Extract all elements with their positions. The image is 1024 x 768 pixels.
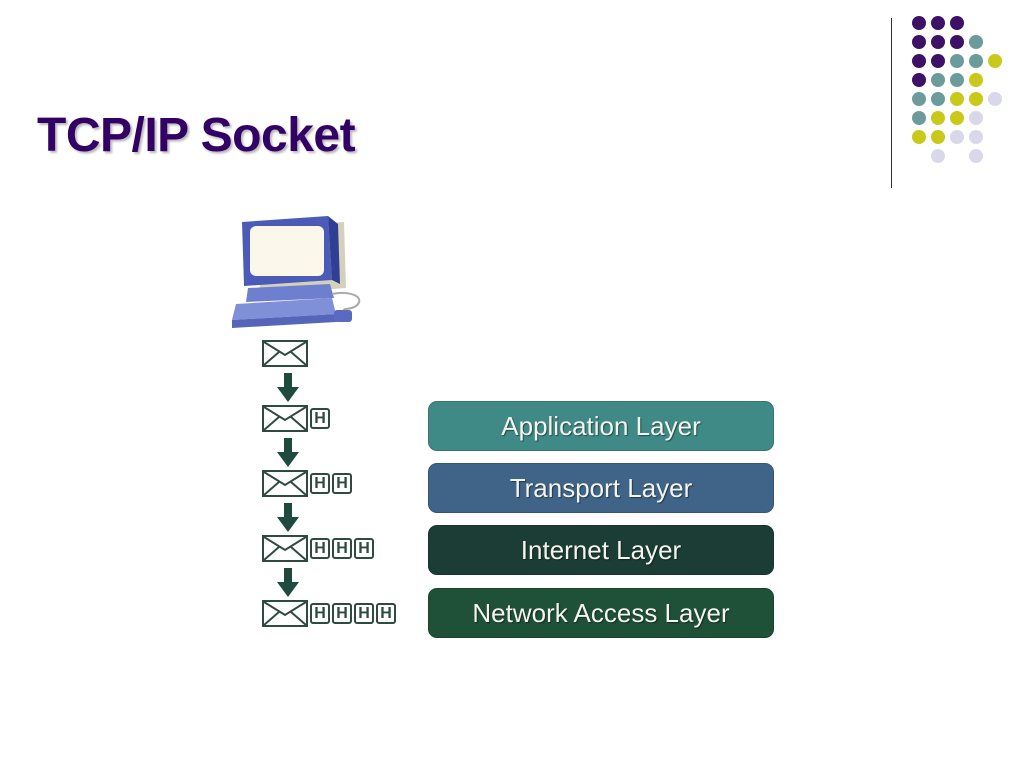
layer-network-access-layer: Network Access Layer xyxy=(428,588,774,638)
decorative-dot xyxy=(912,111,926,125)
header-box: H xyxy=(332,538,352,559)
envelope-icon xyxy=(262,340,308,367)
decorative-dot xyxy=(969,54,983,68)
header-box: H xyxy=(332,603,352,624)
layer-application-layer: Application Layer xyxy=(428,401,774,451)
decorative-dot xyxy=(931,92,945,106)
desktop-computer-icon xyxy=(232,216,361,328)
envelope-icon xyxy=(262,535,308,562)
encapsulation-step xyxy=(262,340,308,367)
decorative-dot xyxy=(969,73,983,87)
decorative-dot xyxy=(950,54,964,68)
decorative-dot xyxy=(931,73,945,87)
decorative-dot xyxy=(969,35,983,49)
header-box: H xyxy=(310,473,330,494)
decorative-dot xyxy=(969,149,983,163)
decorative-dot xyxy=(912,35,926,49)
decorative-dot xyxy=(912,54,926,68)
decorative-dot xyxy=(912,92,926,106)
decorative-dot xyxy=(912,16,926,30)
decorative-dot xyxy=(988,54,1002,68)
decorative-dot xyxy=(931,35,945,49)
decorative-dot xyxy=(912,73,926,87)
header-box: H xyxy=(354,538,374,559)
decorative-dot xyxy=(969,130,983,144)
decorative-dot xyxy=(931,54,945,68)
header-box: H xyxy=(310,603,330,624)
decorative-dot xyxy=(950,111,964,125)
decorative-dot xyxy=(988,92,1002,106)
layer-transport-layer: Transport Layer xyxy=(428,463,774,513)
decorative-dot xyxy=(912,130,926,144)
header-box: H xyxy=(310,538,330,559)
encapsulation-step: H xyxy=(262,405,330,432)
decorative-dot xyxy=(950,130,964,144)
envelope-icon xyxy=(262,600,308,627)
decorative-dot xyxy=(931,111,945,125)
slide-title: TCP/IP Socket xyxy=(37,109,356,162)
decorative-dot xyxy=(931,130,945,144)
decorative-dot xyxy=(969,111,983,125)
header-box: H xyxy=(354,603,374,624)
decorative-dot xyxy=(969,92,983,106)
envelope-icon xyxy=(262,405,308,432)
decorative-divider xyxy=(891,18,892,188)
header-box: H xyxy=(310,408,330,429)
down-arrow-icon xyxy=(277,503,299,533)
header-box: H xyxy=(376,603,396,624)
envelope-icon xyxy=(262,470,308,497)
down-arrow-icon xyxy=(277,568,299,598)
decorative-dot xyxy=(931,149,945,163)
decorative-dot xyxy=(931,16,945,30)
decorative-dot xyxy=(950,35,964,49)
down-arrow-icon xyxy=(277,373,299,403)
decorative-dot xyxy=(950,92,964,106)
header-box: H xyxy=(332,473,352,494)
decorative-dot xyxy=(950,73,964,87)
decorative-dot xyxy=(950,16,964,30)
down-arrow-icon xyxy=(277,438,299,468)
layer-internet-layer: Internet Layer xyxy=(428,525,774,575)
